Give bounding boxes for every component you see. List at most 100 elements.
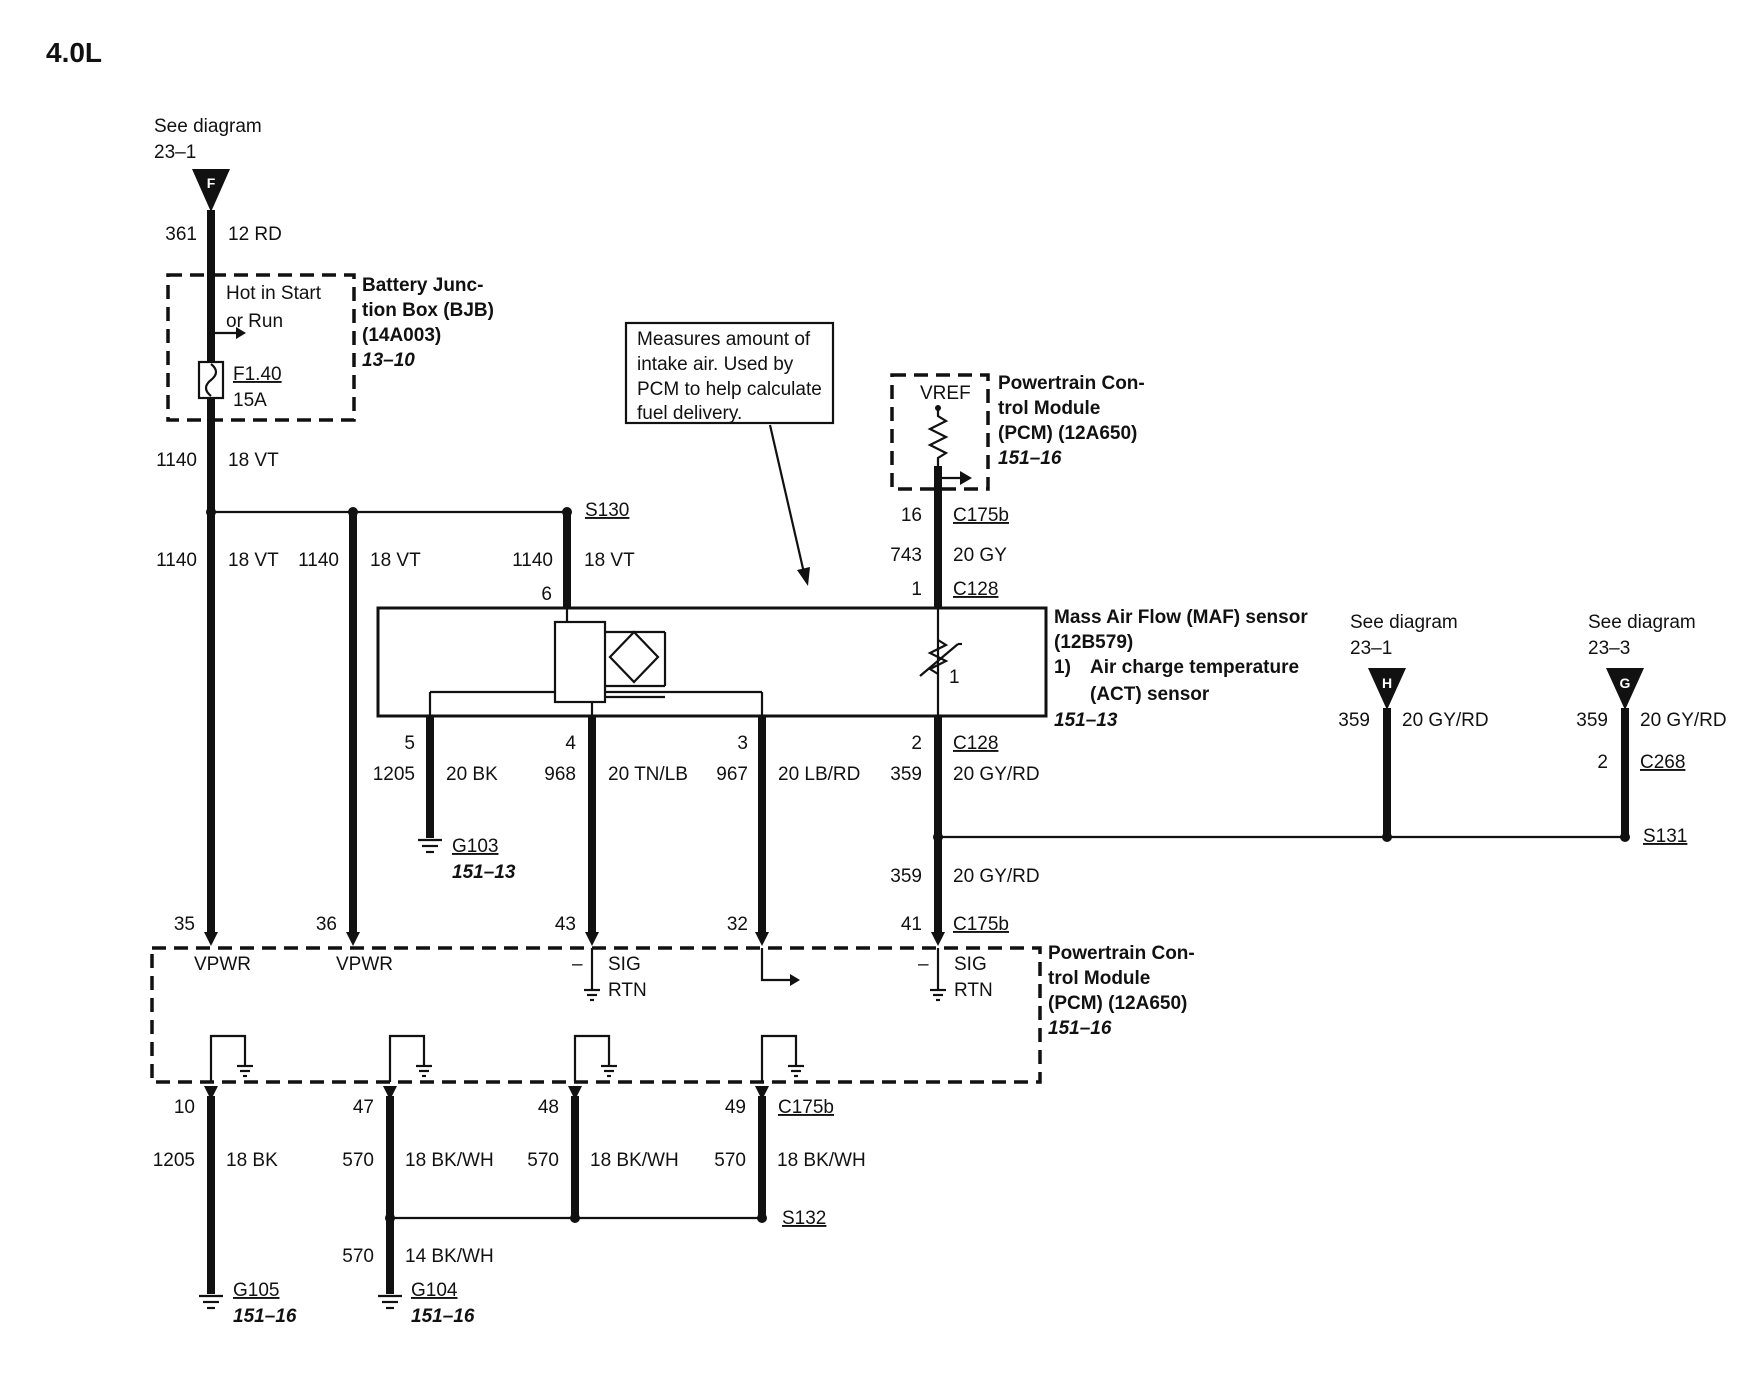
wire-967-gauge: 20 LB/RD xyxy=(778,764,860,785)
wire-361-circuit: 361 xyxy=(165,224,197,245)
wire-968-gauge: 20 TN/LB xyxy=(608,764,688,785)
wire-1140a-gauge: 18 VT xyxy=(228,450,279,471)
maf-page-ref: 151–13 xyxy=(1054,710,1118,731)
fuse-rating: 15A xyxy=(233,390,267,411)
ground-g104-icon xyxy=(378,1294,402,1310)
wire-359h-circuit: 359 xyxy=(1338,710,1370,731)
splice-dot xyxy=(206,507,216,517)
wire-570a-gauge: 18 BK/WH xyxy=(405,1150,494,1171)
pin-arrow-marks xyxy=(204,932,945,946)
note-line-2: intake air. Used by xyxy=(637,354,794,375)
splice-s132-label: S132 xyxy=(782,1208,826,1229)
splice-dot xyxy=(570,1213,580,1223)
pcm-bottom-part-number: (PCM) (12A650) xyxy=(1048,993,1187,1014)
pin-1: 1 xyxy=(911,579,922,600)
rtn-ground-icon xyxy=(584,948,600,1002)
splice-s131-label: S131 xyxy=(1643,826,1687,847)
hot-arrow-icon xyxy=(207,327,246,339)
ground-g103-icon xyxy=(418,838,442,854)
vpwr-label-2: VPWR xyxy=(336,954,393,975)
pin-16: 16 xyxy=(901,505,922,526)
connector-f-letter: F xyxy=(207,175,216,191)
connector-f-triangle-icon: F xyxy=(192,169,230,212)
pcm-bottom-page-ref: 151–16 xyxy=(1048,1018,1112,1039)
sig-minus-1: – xyxy=(572,954,583,975)
note-line-3: PCM to help calculate xyxy=(637,379,822,400)
maf-item-line-1: Air charge temperature xyxy=(1090,657,1299,678)
wire-743-circuit: 743 xyxy=(890,545,922,566)
connector-h-letter: H xyxy=(1382,675,1392,691)
pcm-internal-ground-icon xyxy=(388,1034,432,1082)
wire-1205b-gauge: 18 BK xyxy=(226,1150,278,1171)
maf-sensor-box xyxy=(376,606,1048,718)
pin-5: 5 xyxy=(404,733,415,754)
rtn-ground-icon xyxy=(930,948,946,1002)
sig-minus-2: – xyxy=(918,954,929,975)
note-line-1: Measures amount of xyxy=(637,329,811,350)
wire-570d-gauge: 14 BK/WH xyxy=(405,1246,494,1267)
pin-3: 3 xyxy=(737,733,748,754)
note-line-4: fuel delivery. xyxy=(637,403,742,424)
pin-41: 41 xyxy=(901,914,922,935)
ground-g103-label: G103 xyxy=(452,836,498,857)
pcm-top-page-ref: 151–16 xyxy=(998,448,1062,469)
see-diagram-f-label: See diagram xyxy=(154,116,262,137)
see-diagram-g-label: See diagram xyxy=(1588,612,1696,633)
wire-1140c-circuit: 1140 xyxy=(298,550,339,571)
splice-s130-label: S130 xyxy=(585,500,629,521)
bjb-page-ref: 13–10 xyxy=(362,350,415,371)
connector-h-triangle-icon: H xyxy=(1368,668,1406,710)
note-arrow-icon xyxy=(768,424,810,586)
act-thermistor-icon xyxy=(919,608,962,716)
maf-part-number: (12B579) xyxy=(1054,632,1133,653)
pcm-internal-ground-icon xyxy=(573,1034,617,1082)
wire-570b-gauge: 18 BK/WH xyxy=(590,1150,679,1171)
pin-10: 10 xyxy=(174,1097,195,1118)
pcm-top-part-number: (PCM) (12A650) xyxy=(998,423,1137,444)
wire-359g-circuit: 359 xyxy=(1576,710,1608,731)
connector-g-letter: G xyxy=(1620,675,1631,691)
pin-arrow-marks-bottom xyxy=(204,1086,769,1100)
note-box xyxy=(624,321,835,425)
splice-dot xyxy=(757,1213,767,1223)
rtn-label-1: RTN xyxy=(608,980,647,1001)
wire-1140b-circuit: 1140 xyxy=(156,550,197,571)
pcm-bottom-dashed-box xyxy=(150,946,1042,1084)
pin-2-c268: 2 xyxy=(1597,752,1608,773)
wire-1205a-circuit: 1205 xyxy=(373,764,415,785)
connector-c268: C268 xyxy=(1640,752,1685,773)
act-callout-1: 1 xyxy=(949,667,960,688)
wire-1140d-gauge: 18 VT xyxy=(584,550,635,571)
bjb-dashed-box xyxy=(166,273,356,422)
sig-input-arrow-icon xyxy=(760,948,800,986)
wire-570c-circuit: 570 xyxy=(714,1150,746,1171)
pin-48: 48 xyxy=(538,1097,559,1118)
maf-item-line-2: (ACT) sensor xyxy=(1090,684,1210,705)
wire-359b-circuit: 359 xyxy=(890,866,922,887)
fuse-icon xyxy=(197,353,225,400)
pin-32: 32 xyxy=(727,914,748,935)
ground-g103-ref: 151–13 xyxy=(452,862,516,883)
vpwr-label-1: VPWR xyxy=(194,954,251,975)
bjb-name-2: tion Box (BJB) xyxy=(362,300,494,321)
ground-g105-label: G105 xyxy=(233,1280,279,1301)
fuse-label: F1.40 xyxy=(233,364,282,385)
rtn-label-2: RTN xyxy=(954,980,993,1001)
pin-49: 49 xyxy=(725,1097,746,1118)
bjb-hot-label-1: Hot in Start xyxy=(226,283,322,304)
wire-1205a-gauge: 20 BK xyxy=(446,764,498,785)
sig-label-1: SIG xyxy=(608,954,641,975)
wire-359g-gauge: 20 GY/RD xyxy=(1640,710,1727,731)
ground-g105-icon xyxy=(199,1294,223,1310)
connector-c175b-bottom: C175b xyxy=(778,1097,834,1118)
wire-968-circuit: 968 xyxy=(544,764,576,785)
splice-dot xyxy=(933,832,943,842)
wire-359b-gauge: 20 GY/RD xyxy=(953,866,1040,887)
pin-43: 43 xyxy=(555,914,576,935)
pcm-top-name-1: Powertrain Con- xyxy=(998,373,1145,394)
connector-c175b-top: C175b xyxy=(953,505,1009,526)
pcm-top-name-2: trol Module xyxy=(998,398,1100,419)
wire-1140c-gauge: 18 VT xyxy=(370,550,421,571)
connector-c128-top: C128 xyxy=(953,579,998,600)
